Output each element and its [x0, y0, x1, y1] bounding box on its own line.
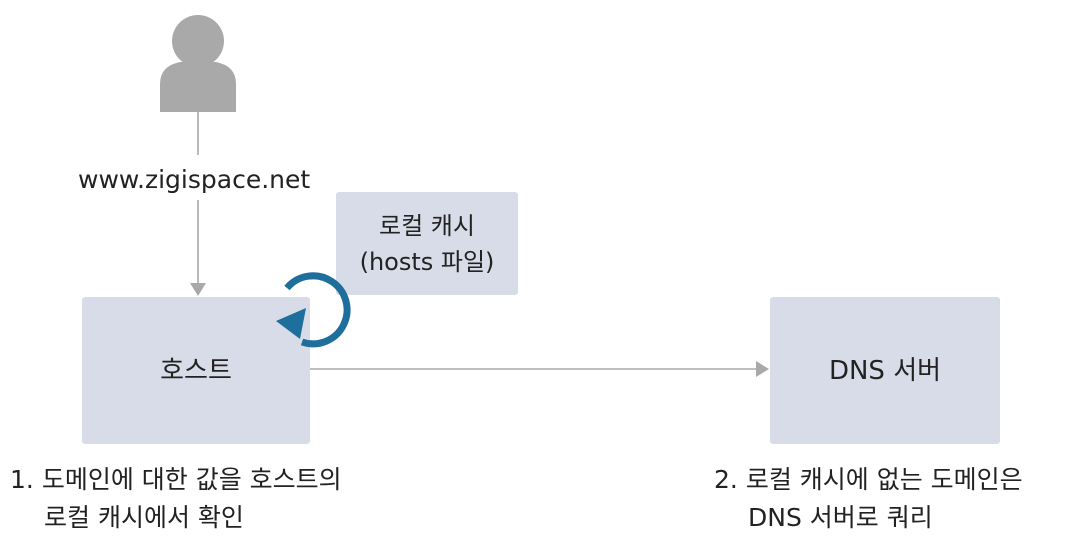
host-node-label: 호스트 [160, 355, 232, 386]
local-cache-subtitle: (hosts 파일) [359, 247, 495, 276]
step-1-caption: 1. 도메인에 대한 값을 호스트의 로컬 캐시에서 확인 [10, 461, 342, 537]
step-2-line-2: DNS 서버로 쿼리 [748, 503, 933, 532]
domain-url-label: www.zigispace.net [78, 165, 311, 194]
step-2-line-1: 로컬 캐시에 없는 도메인은 [745, 465, 1023, 494]
step-1-number: 1. [10, 465, 34, 494]
step-1-line-1: 도메인에 대한 값을 호스트의 [41, 465, 342, 494]
host-to-dns-arrowhead [756, 361, 769, 377]
step-2-caption: 2. 로컬 캐시에 없는 도메인은 DNS 서버로 쿼리 [714, 461, 1023, 537]
step-1-line-2: 로컬 캐시에서 확인 [44, 503, 244, 532]
circular-arrow-icon [276, 272, 351, 348]
step-2-number: 2. [714, 465, 738, 494]
url-to-host-arrowhead [190, 283, 206, 296]
person-icon [160, 15, 236, 112]
local-cache-title: 로컬 캐시 [379, 211, 475, 240]
dns-server-label: DNS 서버 [828, 355, 942, 386]
dns-server-node: DNS 서버 [770, 297, 1000, 444]
local-cache-node: 로컬 캐시 (hosts 파일) [336, 192, 518, 295]
host-node: 호스트 [82, 297, 310, 444]
